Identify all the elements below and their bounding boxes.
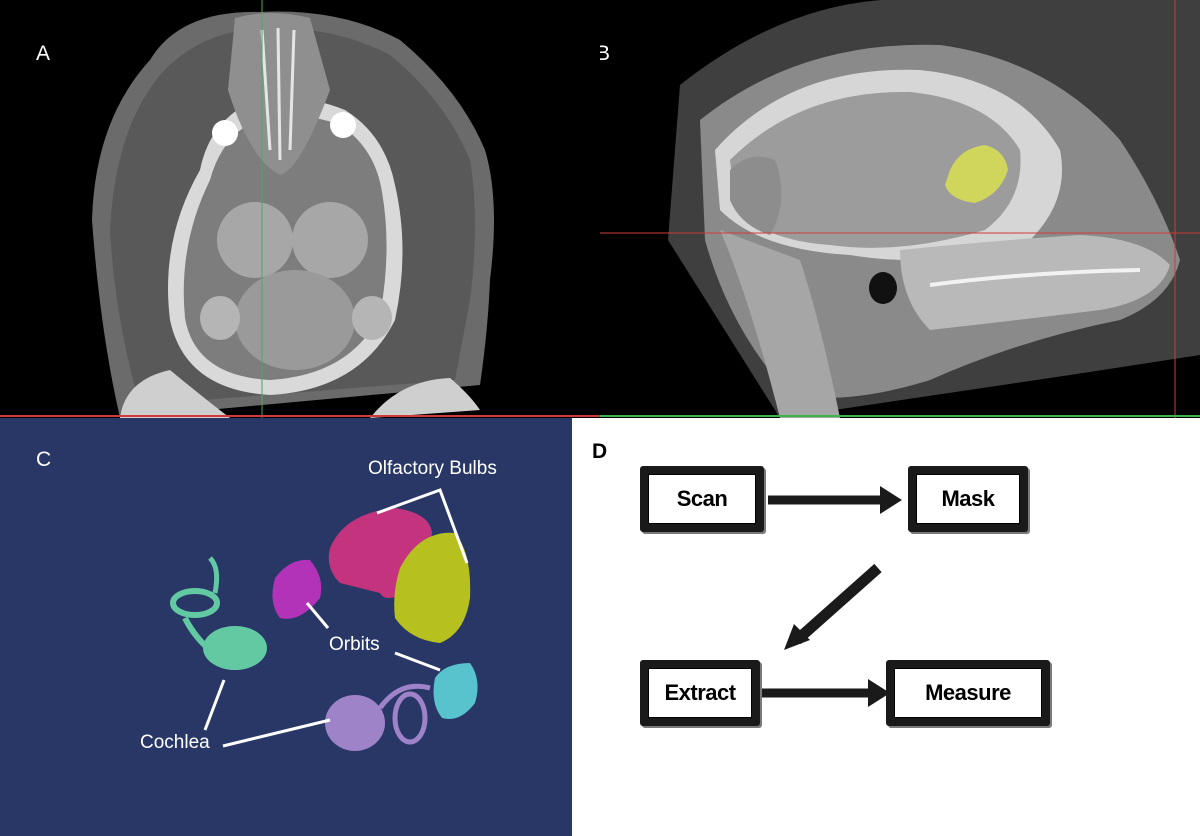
sagittal-scan-image [600, 0, 1200, 418]
inner-ear-right [352, 296, 392, 340]
axial-scan-image [0, 0, 600, 418]
step-scan-label: Scan [676, 486, 728, 511]
step-scan-inner: Scan [648, 474, 756, 524]
step-mask-inner: Mask [916, 474, 1020, 524]
eye-right [330, 112, 356, 138]
step-extract: Extract [640, 660, 760, 726]
step-mask-label: Mask [941, 486, 995, 511]
step-scan: Scan [640, 466, 764, 532]
cochlea-left [170, 556, 267, 670]
panel-b-sagittal-scan: B [600, 0, 1200, 418]
inner-ear-left [200, 296, 240, 340]
cochlea-right [325, 683, 431, 751]
panel-a-letter: A [36, 42, 51, 65]
olfactory-bulb-right [394, 532, 471, 643]
eye-left [212, 120, 238, 146]
cerebellum [235, 270, 355, 370]
step-extract-label: Extract [664, 680, 736, 705]
olfactory-bulb-highlight [945, 145, 1008, 203]
panel-c-letter: C [36, 448, 52, 471]
panel-b-letter: B [600, 42, 611, 65]
panel-d-letter: D [592, 440, 608, 463]
step-measure: Measure [886, 660, 1050, 726]
lower-tissue-left [120, 370, 230, 418]
label-olfactory-bulbs: Olfactory Bulbs [368, 458, 497, 479]
panel-a-axial-scan: A [0, 0, 600, 418]
step-measure-inner: Measure [894, 668, 1042, 718]
panel-d-workflow: D Scan Mask Extract Measure [572, 418, 1200, 836]
label-cochlea: Cochlea [140, 732, 210, 753]
neck-sagittal [720, 230, 840, 418]
cerebellum-sagittal [730, 156, 782, 235]
brain-sagittal [730, 91, 1021, 248]
nasal-turbinates [260, 27, 296, 161]
step-extract-inner: Extract [648, 668, 752, 718]
panel-c-3d-render: C Olfactory Bulbs Orbits Cochlea [0, 418, 572, 836]
arrow-head-mask-to-extract [784, 624, 810, 650]
arrow-head-extract-to-measure [868, 679, 890, 707]
render-3d-image [170, 488, 478, 751]
jaw-sagittal [900, 235, 1170, 330]
airway [869, 272, 897, 304]
teeth-line [929, 268, 1141, 287]
step-mask: Mask [908, 466, 1028, 532]
arrow-head-scan-to-mask [880, 486, 902, 514]
leader-lines [203, 488, 469, 748]
label-orbits: Orbits [329, 634, 380, 655]
workflow-arrows [762, 486, 902, 707]
arrow-mask-to-extract [793, 563, 882, 645]
brain-lobe-right [292, 202, 368, 278]
brain-lobe-left [217, 202, 293, 278]
orbit-right [433, 663, 478, 719]
lower-tissue-right [370, 378, 480, 418]
step-measure-label: Measure [925, 680, 1011, 705]
